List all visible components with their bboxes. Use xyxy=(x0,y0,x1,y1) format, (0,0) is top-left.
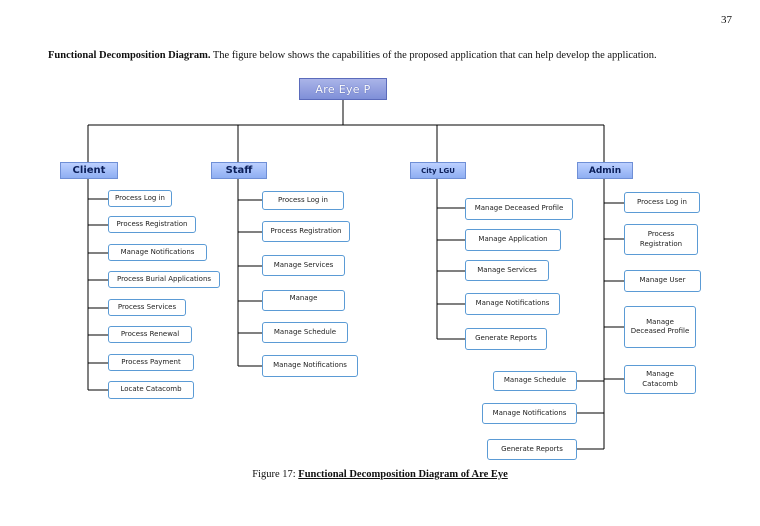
admin-item: Manage Schedule xyxy=(493,371,577,391)
admin-item: Manage Catacomb xyxy=(624,365,696,394)
admin-item: Manage Notifications xyxy=(482,403,577,424)
intro-label: Functional Decomposition Diagram. xyxy=(48,50,211,61)
client-item: Process Burial Applications xyxy=(108,271,220,288)
intro-text: The figure below shows the capabilities … xyxy=(212,50,657,61)
admin-item: Process Log in xyxy=(624,192,700,213)
staff-item: Manage xyxy=(262,290,345,311)
city-lgu-item: Manage Notifications xyxy=(465,293,560,315)
admin-item: Process Registration xyxy=(624,224,698,255)
client-item: Process Log in xyxy=(108,190,172,207)
staff-item: Manage Services xyxy=(262,255,345,276)
staff-item: Process Log in xyxy=(262,191,344,210)
staff-item: Manage Notifications xyxy=(262,355,358,377)
admin-item: Manage User xyxy=(624,270,701,292)
staff-header: Staff xyxy=(211,162,267,179)
client-item: Locate Catacomb xyxy=(108,381,194,399)
caption-prefix: Figure 17: xyxy=(252,469,296,480)
city-lgu-item: Generate Reports xyxy=(465,328,547,350)
figure-caption: Figure 17: Functional Decomposition Diag… xyxy=(0,469,760,480)
admin-item-label: Process Registration xyxy=(639,230,683,248)
city-lgu-item: Manage Application xyxy=(465,229,561,251)
city-lgu-item: Manage Deceased Profile xyxy=(465,198,573,220)
client-item: Process Payment xyxy=(108,354,194,371)
admin-header: Admin xyxy=(577,162,633,179)
client-item: Process Services xyxy=(108,299,186,316)
root-node: Are Eye P xyxy=(299,78,387,100)
admin-item-label: Manage Deceased Profile xyxy=(630,317,690,335)
client-item: Manage Notifications xyxy=(108,244,207,261)
staff-item: Manage Schedule xyxy=(262,322,348,343)
admin-item-label: Manage Catacomb xyxy=(642,370,678,388)
client-item: Process Registration xyxy=(108,216,196,233)
admin-item: Manage Deceased Profile xyxy=(624,306,696,348)
staff-item: Process Registration xyxy=(262,221,350,242)
client-item: Process Renewal xyxy=(108,326,192,343)
city-lgu-item: Manage Services xyxy=(465,260,549,281)
page-number: 37 xyxy=(721,14,732,26)
intro-paragraph: Functional Decomposition Diagram. The fi… xyxy=(48,50,740,61)
admin-item: Generate Reports xyxy=(487,439,577,460)
caption-title: Functional Decomposition Diagram of Are … xyxy=(298,469,508,480)
city-lgu-header: City LGU xyxy=(410,162,466,179)
client-header: Client xyxy=(60,162,118,179)
